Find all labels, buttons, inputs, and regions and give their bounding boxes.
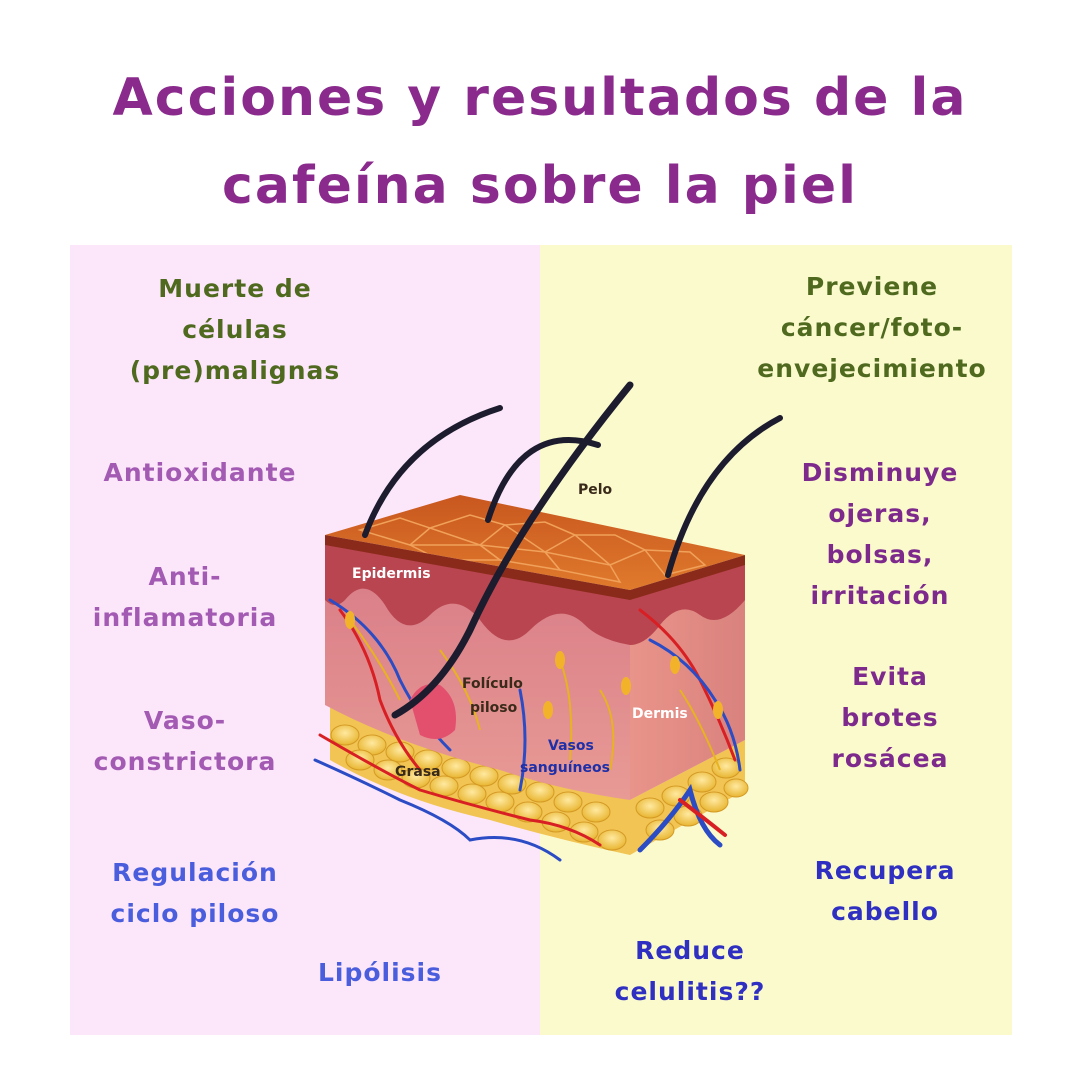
label-dermis: Dermis [632,706,688,722]
blood-vessels [313,598,742,862]
label-foliculo-1: Folículo [462,676,523,692]
skin-top [325,495,745,590]
label-foliculo-2: piloso [470,700,518,716]
label-vasoconstrictora: Vaso-constrictora [93,706,277,776]
epidermis-band [325,540,630,645]
label-grasa: Grasa [395,764,441,780]
nerve-endings [345,611,723,719]
label-antiinflamatoria: Anti-inflamatoria [92,562,278,632]
title-line-2: cafeína sobre la piel [222,156,858,216]
title-line-1: Acciones y resultados de la [112,68,968,128]
label-pelo: Pelo [578,482,613,498]
label-epidermis: Epidermis [352,566,431,582]
label-antioxidante: Antioxidante [103,458,297,487]
label-vasos-1: Vasos [548,738,594,754]
label-vasos-2: sanguíneos [520,760,610,776]
hairs [362,405,783,578]
nerve-fibers [349,619,721,771]
label-lipolisis: Lipólisis [317,958,443,987]
hair-shaft-main [391,381,634,719]
